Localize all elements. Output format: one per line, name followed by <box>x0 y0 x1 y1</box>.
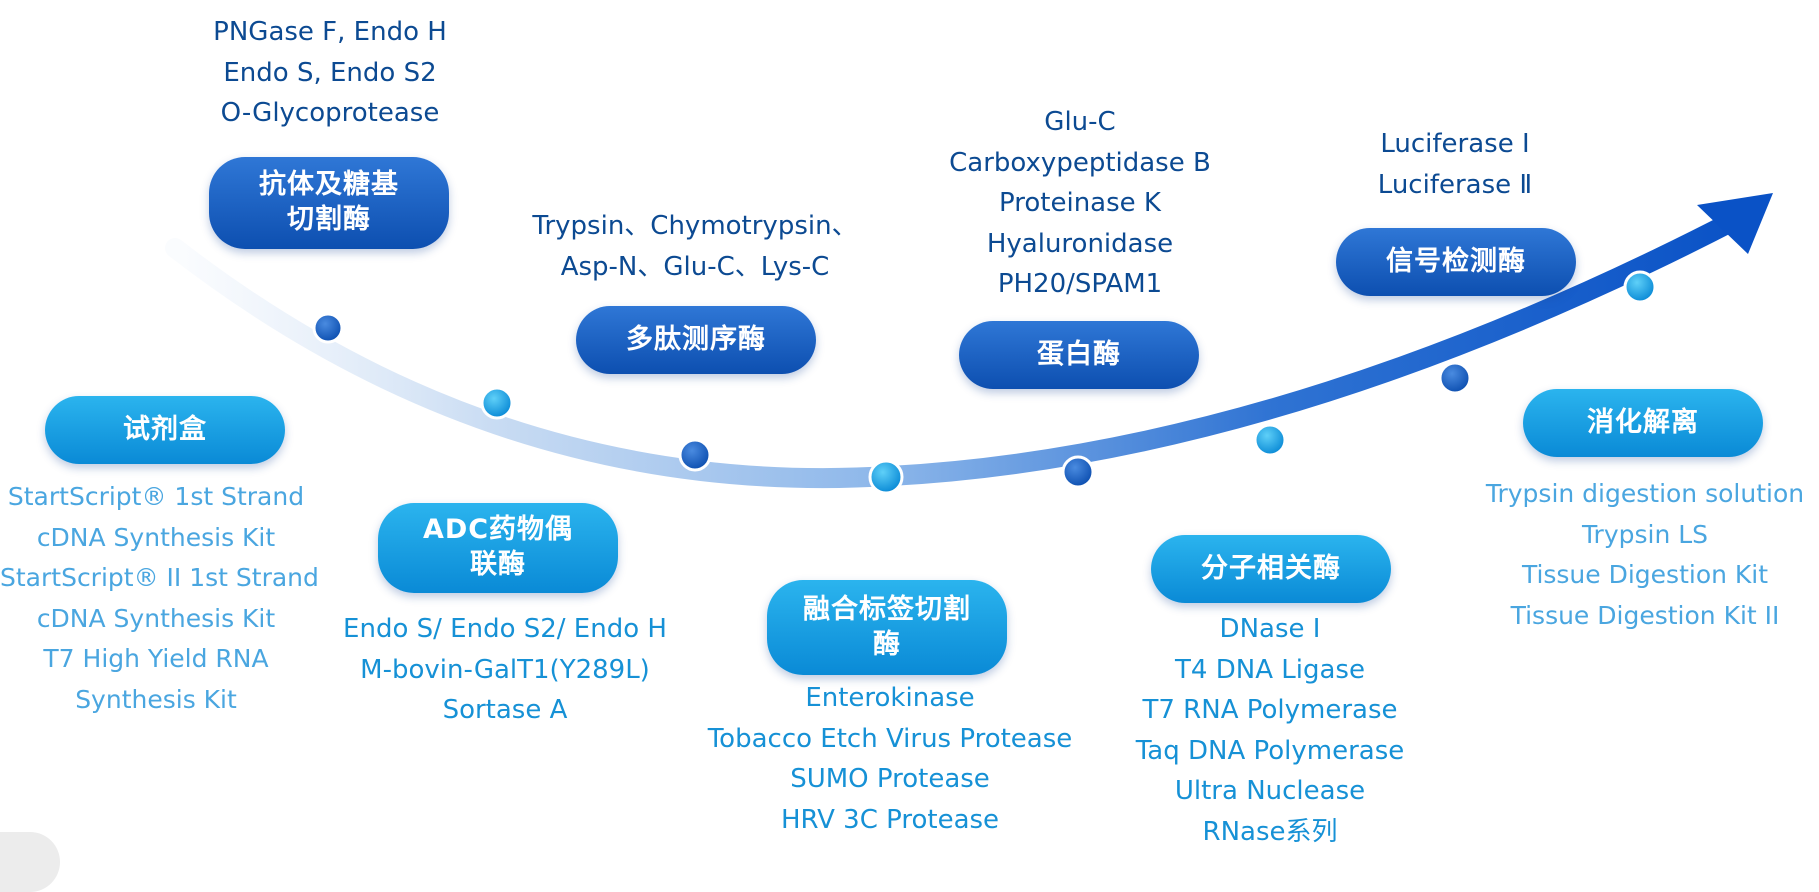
protease-item: Glu-C <box>1044 107 1116 137</box>
timeline-node <box>678 438 712 472</box>
molecular-item: T7 RNA Polymerase <box>1142 695 1398 725</box>
kits-item: Synthesis Kit <box>75 684 237 714</box>
arrow-head-icon <box>1697 193 1773 254</box>
molecular-item: Ultra Nuclease <box>1174 776 1366 806</box>
fusion-item: SUMO Protease <box>790 764 990 794</box>
timeline-node <box>868 459 904 495</box>
fusion-item: Enterokinase <box>805 683 975 713</box>
peptide-item-list: Trypsin、Chymotrypsin、 Asp-N、Glu-C、Lys-C <box>515 206 875 287</box>
signal-item-list: Luciferase Ⅰ Luciferase Ⅱ <box>1330 124 1580 205</box>
antibody-item: PNGase F, Endo H <box>213 17 447 47</box>
timeline-node <box>1061 455 1095 489</box>
kits-item: StartScript® II 1st Strand <box>0 563 319 592</box>
kits-item: cDNA Synthesis Kit <box>36 522 276 552</box>
digestion-item-list: Trypsin digestion solution Trypsin LS Ti… <box>1480 474 1810 636</box>
timeline-node <box>480 386 514 420</box>
signal-item: Luciferase Ⅱ <box>1377 169 1533 200</box>
protease-item: PH20/SPAM1 <box>997 269 1163 299</box>
category-peptide-pill: 多肽测序酶 <box>576 306 816 374</box>
molecular-item: RNase系列 <box>1202 816 1338 847</box>
antibody-item: O-Glycoprotease <box>220 98 440 128</box>
kits-item: cDNA Synthesis Kit <box>36 603 276 633</box>
peptide-item: Asp-N、Glu-C、Lys-C <box>560 251 830 282</box>
fusion-item: HRV 3C Protease <box>780 804 1000 835</box>
digestion-item: Tissue Digestion Kit II <box>1510 600 1780 630</box>
category-digestion-pill: 消化解离 <box>1523 389 1763 457</box>
antibody-item-list: PNGase F, Endo H Endo S, Endo S2 O-Glyco… <box>170 12 490 134</box>
peptide-item: Trypsin、Chymotrypsin、 <box>532 211 858 241</box>
digestion-item: Tissue Digestion Kit <box>1521 560 1769 589</box>
timeline-node <box>1438 361 1472 395</box>
digestion-item: Trypsin digestion solution <box>1485 479 1805 508</box>
fusion-item: Tobacco Etch Virus Protease <box>707 723 1073 754</box>
digestion-item: Trypsin LS <box>1581 519 1709 549</box>
molecular-item-list: DNase Ⅰ T4 DNA Ligase T7 RNA Polymerase … <box>1110 609 1430 852</box>
molecular-item: DNase Ⅰ <box>1219 614 1321 644</box>
timeline-nodes <box>312 270 1657 495</box>
protease-item: Carboxypeptidase B <box>949 147 1211 178</box>
category-protease-pill: 蛋白酶 <box>959 321 1199 389</box>
category-signal-pill: 信号检测酶 <box>1336 228 1576 296</box>
category-adc-pill: ADC药物偶 联酶 <box>378 503 618 593</box>
category-fusion-pill: 融合标签切割 酶 <box>767 580 1007 675</box>
kits-item-list: StartScript® 1st Strand cDNA Synthesis K… <box>0 477 319 720</box>
kits-item: StartScript® 1st Strand <box>7 482 305 511</box>
timeline-node <box>1623 270 1657 304</box>
category-antibody-pill: 抗体及糖基 切割酶 <box>209 157 449 249</box>
timeline-node <box>312 312 344 344</box>
timeline-curve <box>165 193 1773 495</box>
kits-item: T7 High Yield RNA <box>43 644 269 673</box>
protease-item: Hyaluronidase <box>986 228 1174 259</box>
timeline-node <box>1253 423 1287 457</box>
antibody-item: Endo S, Endo S2 <box>223 57 437 88</box>
molecular-item: Taq DNA Polymerase <box>1135 735 1405 766</box>
protease-item-list: Glu-C Carboxypeptidase B Proteinase K Hy… <box>930 102 1230 305</box>
signal-item: Luciferase Ⅰ <box>1380 129 1530 159</box>
corner-decoration <box>0 832 60 892</box>
fusion-item-list: Enterokinase Tobacco Etch Virus Protease… <box>690 678 1090 840</box>
molecular-item: T4 DNA Ligase <box>1175 654 1365 685</box>
adc-item: Endo S/ Endo S2/ Endo H <box>343 614 667 644</box>
adc-item-list: Endo S/ Endo S2/ Endo H M-bovin-GalT1(Y2… <box>320 609 690 731</box>
adc-item: M-bovin-GalT1(Y289L) <box>360 654 650 685</box>
protease-item: Proteinase K <box>999 188 1161 218</box>
category-kits-pill: 试剂盒 <box>45 396 285 464</box>
adc-item: Sortase A <box>442 695 568 725</box>
category-molecular-pill: 分子相关酶 <box>1151 535 1391 603</box>
